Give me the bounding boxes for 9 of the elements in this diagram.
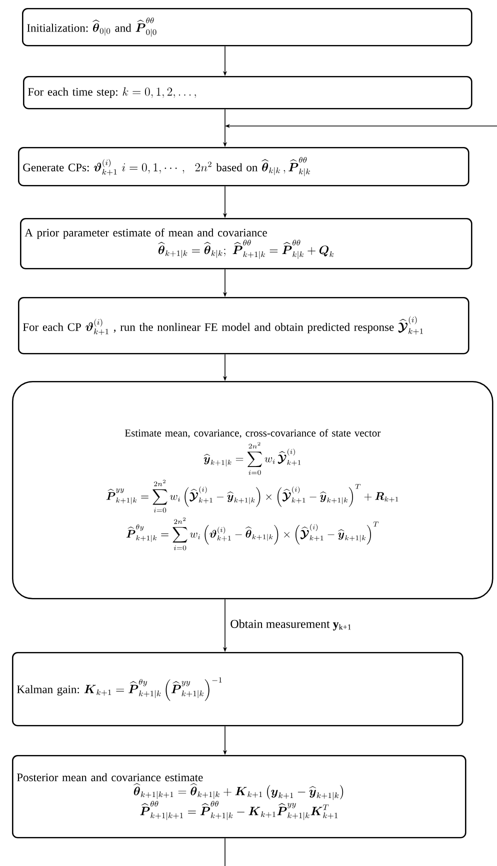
process-box: Estimate mean, covariance, cross-covariance of state vector $\widehat{\boldsymbol{y}}_{k+1|k}=\sum_{i=0}^{2n^2} w_i\,\widehat{\boldsymbol{\mathcal{Y}}}^{(i)}_{k+1}$ $\widehat{\boldsymbol{P}}^{yy}_{k+1|k}=\sum_{i=0}^{2n^2} w_i\left(\widehat{\boldsymbol{\mathcal{Y}}}^{(i)}_{k+1}-\widehat{\boldsymbol{y}}_{k+1|k}\right)\times\left(\widehat{\boldsymbol{\mathcal{Y}}}^{(i)}_{k+1}-\widehat{\boldsymbol{y}}_{k+1|k}\right)^T+\boldsymbol{R}_{k+1}$ $\widehat{\boldsymbol{P}}^{\theta y}_{k+1|k}=\sum_{i=0}^{2n^2} w_i\left(\boldsymbol{\vartheta}^{(i)}_{k+1}-\widehat{\boldsymbol{\theta}}_{k+1|k}\right)\times\left(\widehat{\boldsymbol{\mathcal{Y}}}^{(i)}_{k+1}-\widehat{\boldsymbol{y}}_{k+1|k}\right)^T$ bbox=[12, 381, 494, 600]
process-box: Generate CPs: $\boldsymbol{\vartheta}^{(i)}_{k+1}\ i=0,1,\cdots,\ \ 2n^2$ based on $\widehat{\boldsymbol{\theta}}_{k|k}\,,\widehat{\boldsymbol{P}}^{\theta\theta}_{k|k}$ bbox=[18, 147, 470, 186]
process-box: For each CP $\boldsymbol{\vartheta}^{(i)}_{k+1}$ , run the nonlinear FE model and obtain predicted response $\widehat{\boldsymbol{\mathcal{Y}}}^{(i)}_{k+1}$ bbox=[18, 297, 470, 354]
process-box: For each time step: $k=0,1,2,\ldots,$ bbox=[23, 76, 472, 110]
process-box: A prior parameter estimate of mean and covariance $\widehat{\boldsymbol{\theta}}_{k+1|k}=\widehat{\boldsymbol{\theta}}_{k|k};\ \widehat{\boldsymbol{P}}^{\theta\theta}_{k+1|k}=\widehat{\boldsymbol{P}}^{\theta\theta}_{k|k}+\boldsymbol{Q}_k$ bbox=[20, 218, 472, 270]
process-box: Kalman gain: $\boldsymbol{K}_{k+1}=\widehat{\boldsymbol{P}}^{\theta y}_{k+1|k}\left(\widehat{\boldsymbol{P}}^{yy}_{k+1|k}\right)^{-1}$ bbox=[12, 652, 464, 726]
process-box: Posterior mean and covariance estimate $\widehat{\boldsymbol{\theta}}_{k+1|k+1}=\widehat{\boldsymbol{\theta}}_{k+1|k}+\boldsymbol{K}_{k+1}\left(\boldsymbol{y}_{k+1}-\widehat{\boldsymbol{y}}_{k+1|k}\right)$ $\widehat{\boldsymbol{P}}^{\theta\theta}_{k+1|k+1}=\widehat{\boldsymbol{P}}^{\theta\theta}_{k+1|k}-\boldsymbol{K}_{k+1}\widehat{\boldsymbol{P}}^{yy}_{k+1|k}\boldsymbol{K}^T_{k+1}$ bbox=[12, 755, 466, 838]
edge-label: Obtain measurement y$_{k+1}$ bbox=[229, 618, 353, 632]
process-box: Initialization: $\widehat{\boldsymbol{\theta}}_{0|0}$ and $\widehat{\boldsymbol{P}}^{\theta\theta}_{0|0}$ bbox=[22, 8, 472, 46]
